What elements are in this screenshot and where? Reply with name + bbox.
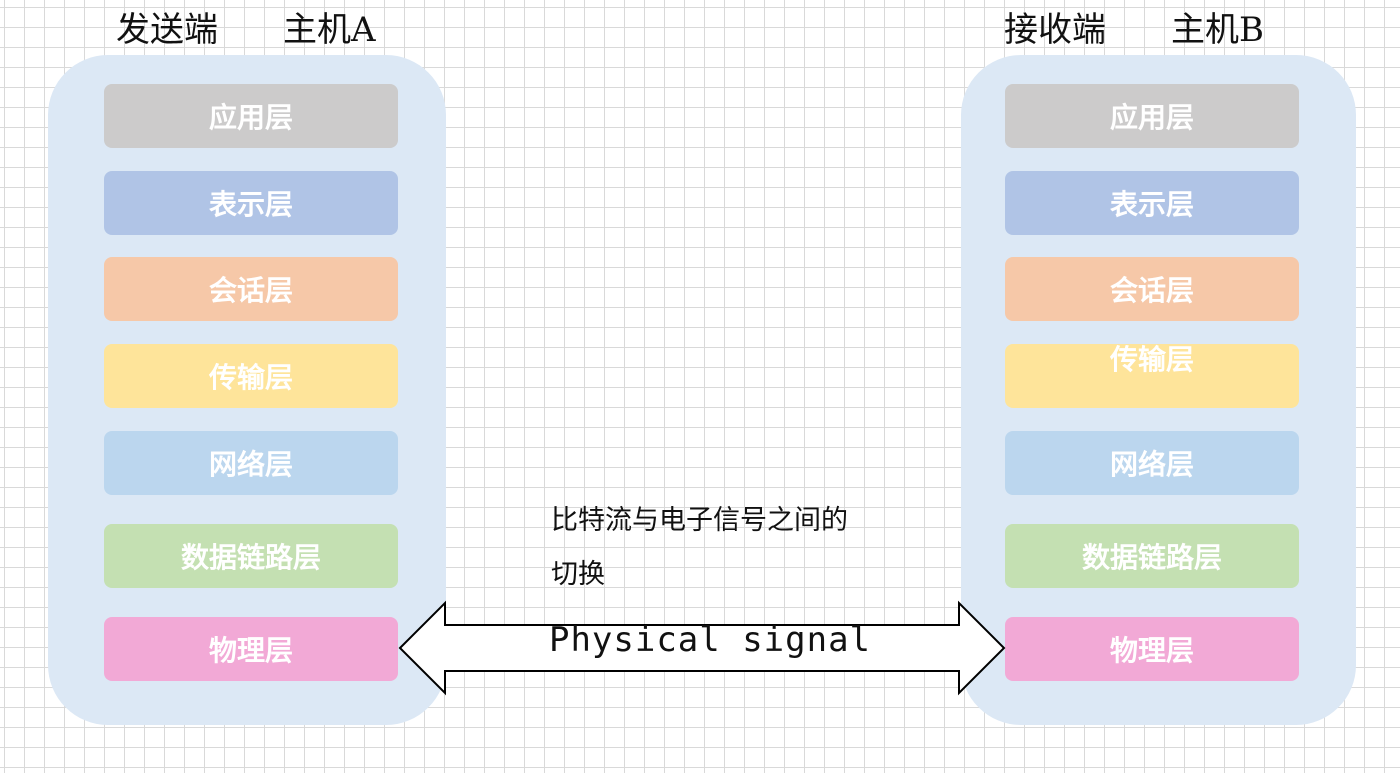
receiver-layer-physical: 物理层 — [1005, 617, 1299, 681]
sender-layer-transport: 传输层 — [104, 344, 398, 408]
layer-label: 网络层 — [208, 448, 293, 481]
layer-label: 传输层 — [1109, 343, 1194, 376]
physical-signal-label: Physical signal — [548, 620, 872, 660]
note-line-1: 比特流与电子信号之间的 — [551, 505, 848, 536]
layer-label: 会话层 — [1109, 274, 1194, 307]
layer-label: 数据链路层 — [180, 541, 321, 574]
sender-layer-network: 网络层 — [104, 431, 398, 495]
layer-label: 传输层 — [208, 361, 293, 394]
sender-layer-session: 会话层 — [104, 257, 398, 321]
receiver-layer-data-link: 数据链路层 — [1005, 524, 1299, 588]
receiver-layer-application: 应用层 — [1005, 84, 1299, 148]
layer-label: 表示层 — [208, 188, 293, 221]
layer-label: 会话层 — [208, 274, 293, 307]
layer-label: 网络层 — [1109, 448, 1194, 481]
receiver-role-title: 接收端 — [1004, 10, 1106, 50]
receiver-layer-session: 会话层 — [1005, 257, 1299, 321]
receiver-layer-network: 网络层 — [1005, 431, 1299, 495]
layer-label: 数据链路层 — [1081, 541, 1222, 574]
receiver-layer-transport: 传输层 — [1005, 343, 1299, 408]
sender-host-panel: 应用层 表示层 会话层 传输层 网络层 数据链路层 物理层 — [48, 55, 446, 725]
sender-layer-application: 应用层 — [104, 84, 398, 148]
double-arrow-shape — [398, 600, 1006, 696]
layer-label: 物理层 — [208, 634, 293, 667]
receiver-layer-presentation: 表示层 — [1005, 171, 1299, 235]
note-line-2: 切换 — [551, 559, 605, 590]
receiver-host-panel: 应用层 表示层 会话层 传输层 网络层 数据链路层 物理层 — [961, 55, 1356, 725]
bitstream-note: 比特流与电子信号之间的 切换 — [551, 494, 911, 602]
sender-layer-data-link: 数据链路层 — [104, 524, 398, 588]
layer-label: 应用层 — [208, 101, 293, 134]
sender-role-title: 发送端 — [116, 10, 218, 50]
sender-layer-presentation: 表示层 — [104, 171, 398, 235]
layer-label: 应用层 — [1109, 101, 1194, 134]
layer-label: 表示层 — [1109, 188, 1194, 221]
receiver-host-title: 主机B — [1171, 10, 1264, 50]
sender-layer-physical: 物理层 — [104, 617, 398, 681]
layer-label: 物理层 — [1109, 634, 1194, 667]
sender-host-title: 主机A — [283, 10, 376, 50]
